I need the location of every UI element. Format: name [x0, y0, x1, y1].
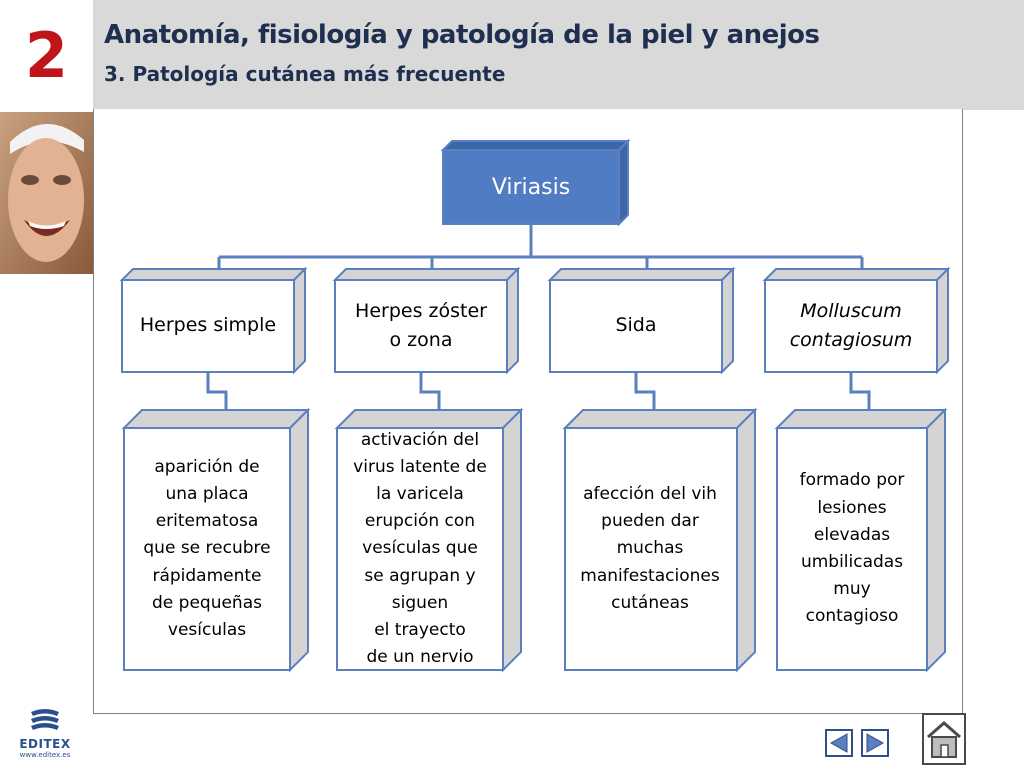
description-molluscum: formado por lesiones elevadas umbilicada…: [799, 470, 905, 627]
editex-logo-icon: [31, 709, 59, 730]
description-box-3-top-face: [562, 409, 758, 429]
description-box-4-front: [776, 427, 928, 671]
category-herpes-zoster-label: Herpes zóster o zona: [355, 299, 487, 351]
description-box-1-top-face: [121, 409, 311, 429]
triangle-right-icon: [866, 733, 885, 753]
category-box-4-side-face: [936, 266, 949, 375]
description-box-1-side-face: [289, 407, 309, 673]
root-node-box-front: [442, 149, 620, 225]
category-box-2-top-face: [332, 268, 521, 281]
category-box-2-side-face: [506, 266, 519, 375]
description-herpes-zoster: activación del virus latente de la varic…: [353, 429, 487, 668]
description-box-2-top-face: [334, 409, 524, 429]
description-box-2-front: [336, 427, 504, 671]
root-node-box-top-face: [440, 140, 631, 151]
editex-url: www.editex.es: [19, 751, 71, 759]
root-node-label: Viriasis: [491, 174, 571, 200]
portrait-photo: [0, 112, 93, 274]
description-box-3-front: [564, 427, 738, 671]
page-title: Anatomía, fisiología y patología de la p…: [104, 20, 820, 50]
description-sida: afección del vih pueden dar muchas manif…: [580, 484, 720, 613]
description-herpes-simple: aparición de una placa eritematosa que s…: [143, 456, 271, 640]
root-node-box-side-face: [618, 138, 629, 227]
category-box-3-side-face: [721, 266, 734, 375]
category-box-4-front: [764, 279, 938, 373]
chapter-number: 2: [24, 18, 69, 92]
editex-name: EDITEX: [19, 737, 71, 751]
category-box-1-front: [121, 279, 295, 373]
page-subtitle: 3. Patología cutánea más frecuente: [104, 62, 506, 86]
category-sida-label: Sida: [615, 314, 657, 337]
previous-slide-button[interactable]: [825, 729, 853, 757]
category-box-1-side-face: [293, 266, 306, 375]
category-herpes-simple-label: Herpes simple: [139, 314, 277, 337]
category-molluscum-label: Molluscum contagiosum: [789, 299, 913, 351]
description-box-4-side-face: [926, 407, 946, 673]
home-icon: [927, 721, 961, 758]
category-box-4-top-face: [762, 268, 951, 281]
description-box-4-top-face: [774, 409, 948, 429]
editex-logo: EDITEX www.editex.es: [14, 708, 76, 764]
category-box-3-top-face: [547, 268, 736, 281]
triangle-left-icon: [829, 733, 848, 753]
connector-to-description-4: [849, 372, 871, 410]
category-box-3-front: [549, 279, 723, 373]
next-slide-button[interactable]: [861, 729, 889, 757]
connector-to-description-3: [634, 372, 656, 410]
description-box-3-side-face: [736, 407, 756, 673]
category-box-1-top-face: [119, 268, 308, 281]
home-button[interactable]: [922, 713, 966, 765]
category-box-2-front: [334, 279, 508, 373]
description-box-1-front: [123, 427, 291, 671]
header-band: [93, 0, 1024, 110]
connector-to-description-2: [419, 372, 441, 410]
description-box-2-side-face: [502, 407, 522, 673]
connector-to-description-1: [206, 372, 228, 410]
